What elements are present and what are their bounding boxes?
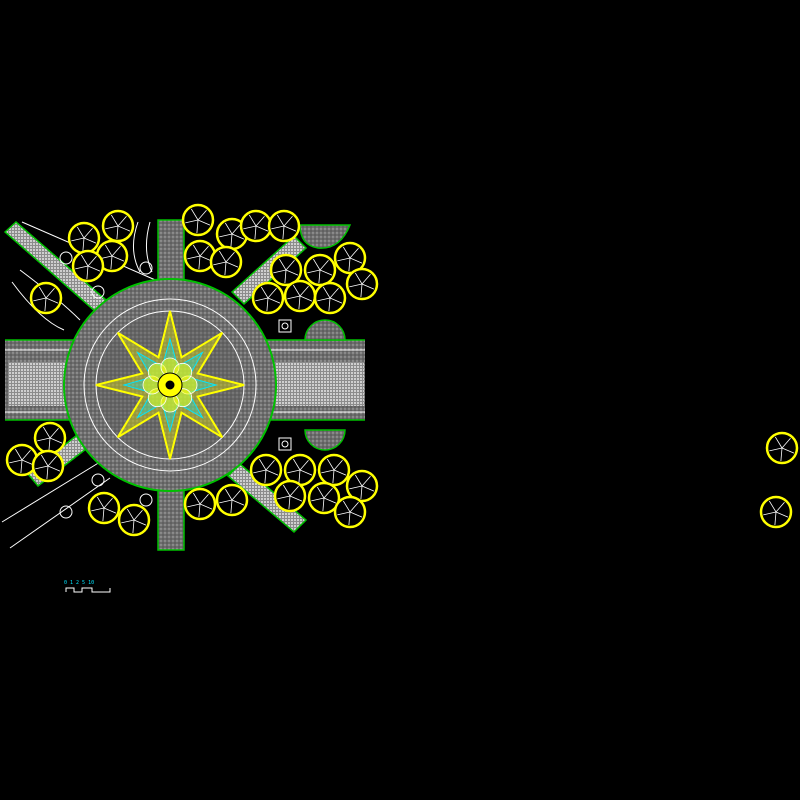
tree-icon xyxy=(269,253,303,287)
tree-icon xyxy=(759,495,793,529)
tree-icon xyxy=(345,267,379,301)
planters xyxy=(278,224,352,451)
tree-icon xyxy=(87,491,121,525)
tree-icon xyxy=(333,241,367,275)
tree-icon xyxy=(33,421,67,455)
tree-icon xyxy=(267,209,301,243)
tree-icon xyxy=(181,203,215,237)
tree-icon xyxy=(249,453,283,487)
tree-icon xyxy=(251,281,285,315)
tree-icon xyxy=(239,209,273,243)
tree-icon xyxy=(209,245,243,279)
scale-bar: 0 1 2 5 10 xyxy=(64,580,111,593)
tree-icon xyxy=(317,453,351,487)
lamp-posts xyxy=(59,251,153,519)
tree-symbols xyxy=(5,203,799,537)
tree-icon xyxy=(5,443,39,477)
tree-icon xyxy=(345,469,379,503)
tree-icon xyxy=(303,253,337,287)
tree-icon xyxy=(67,221,101,255)
tree-icon xyxy=(101,209,135,243)
tree-icon xyxy=(307,481,341,515)
tree-icon xyxy=(29,281,63,315)
tree-icon xyxy=(333,495,367,529)
tree-icon xyxy=(283,279,317,313)
tree-icon xyxy=(183,487,217,521)
tree-icon xyxy=(273,479,307,513)
tree-icon xyxy=(765,431,799,465)
tree-icon xyxy=(215,483,249,517)
scale-bar-label: 0 1 2 5 10 xyxy=(64,580,94,586)
tree-icon xyxy=(117,503,151,537)
tree-icon xyxy=(71,249,105,283)
tree-icon xyxy=(313,281,347,315)
tree-icon xyxy=(31,449,65,483)
center-medallion xyxy=(142,357,198,413)
